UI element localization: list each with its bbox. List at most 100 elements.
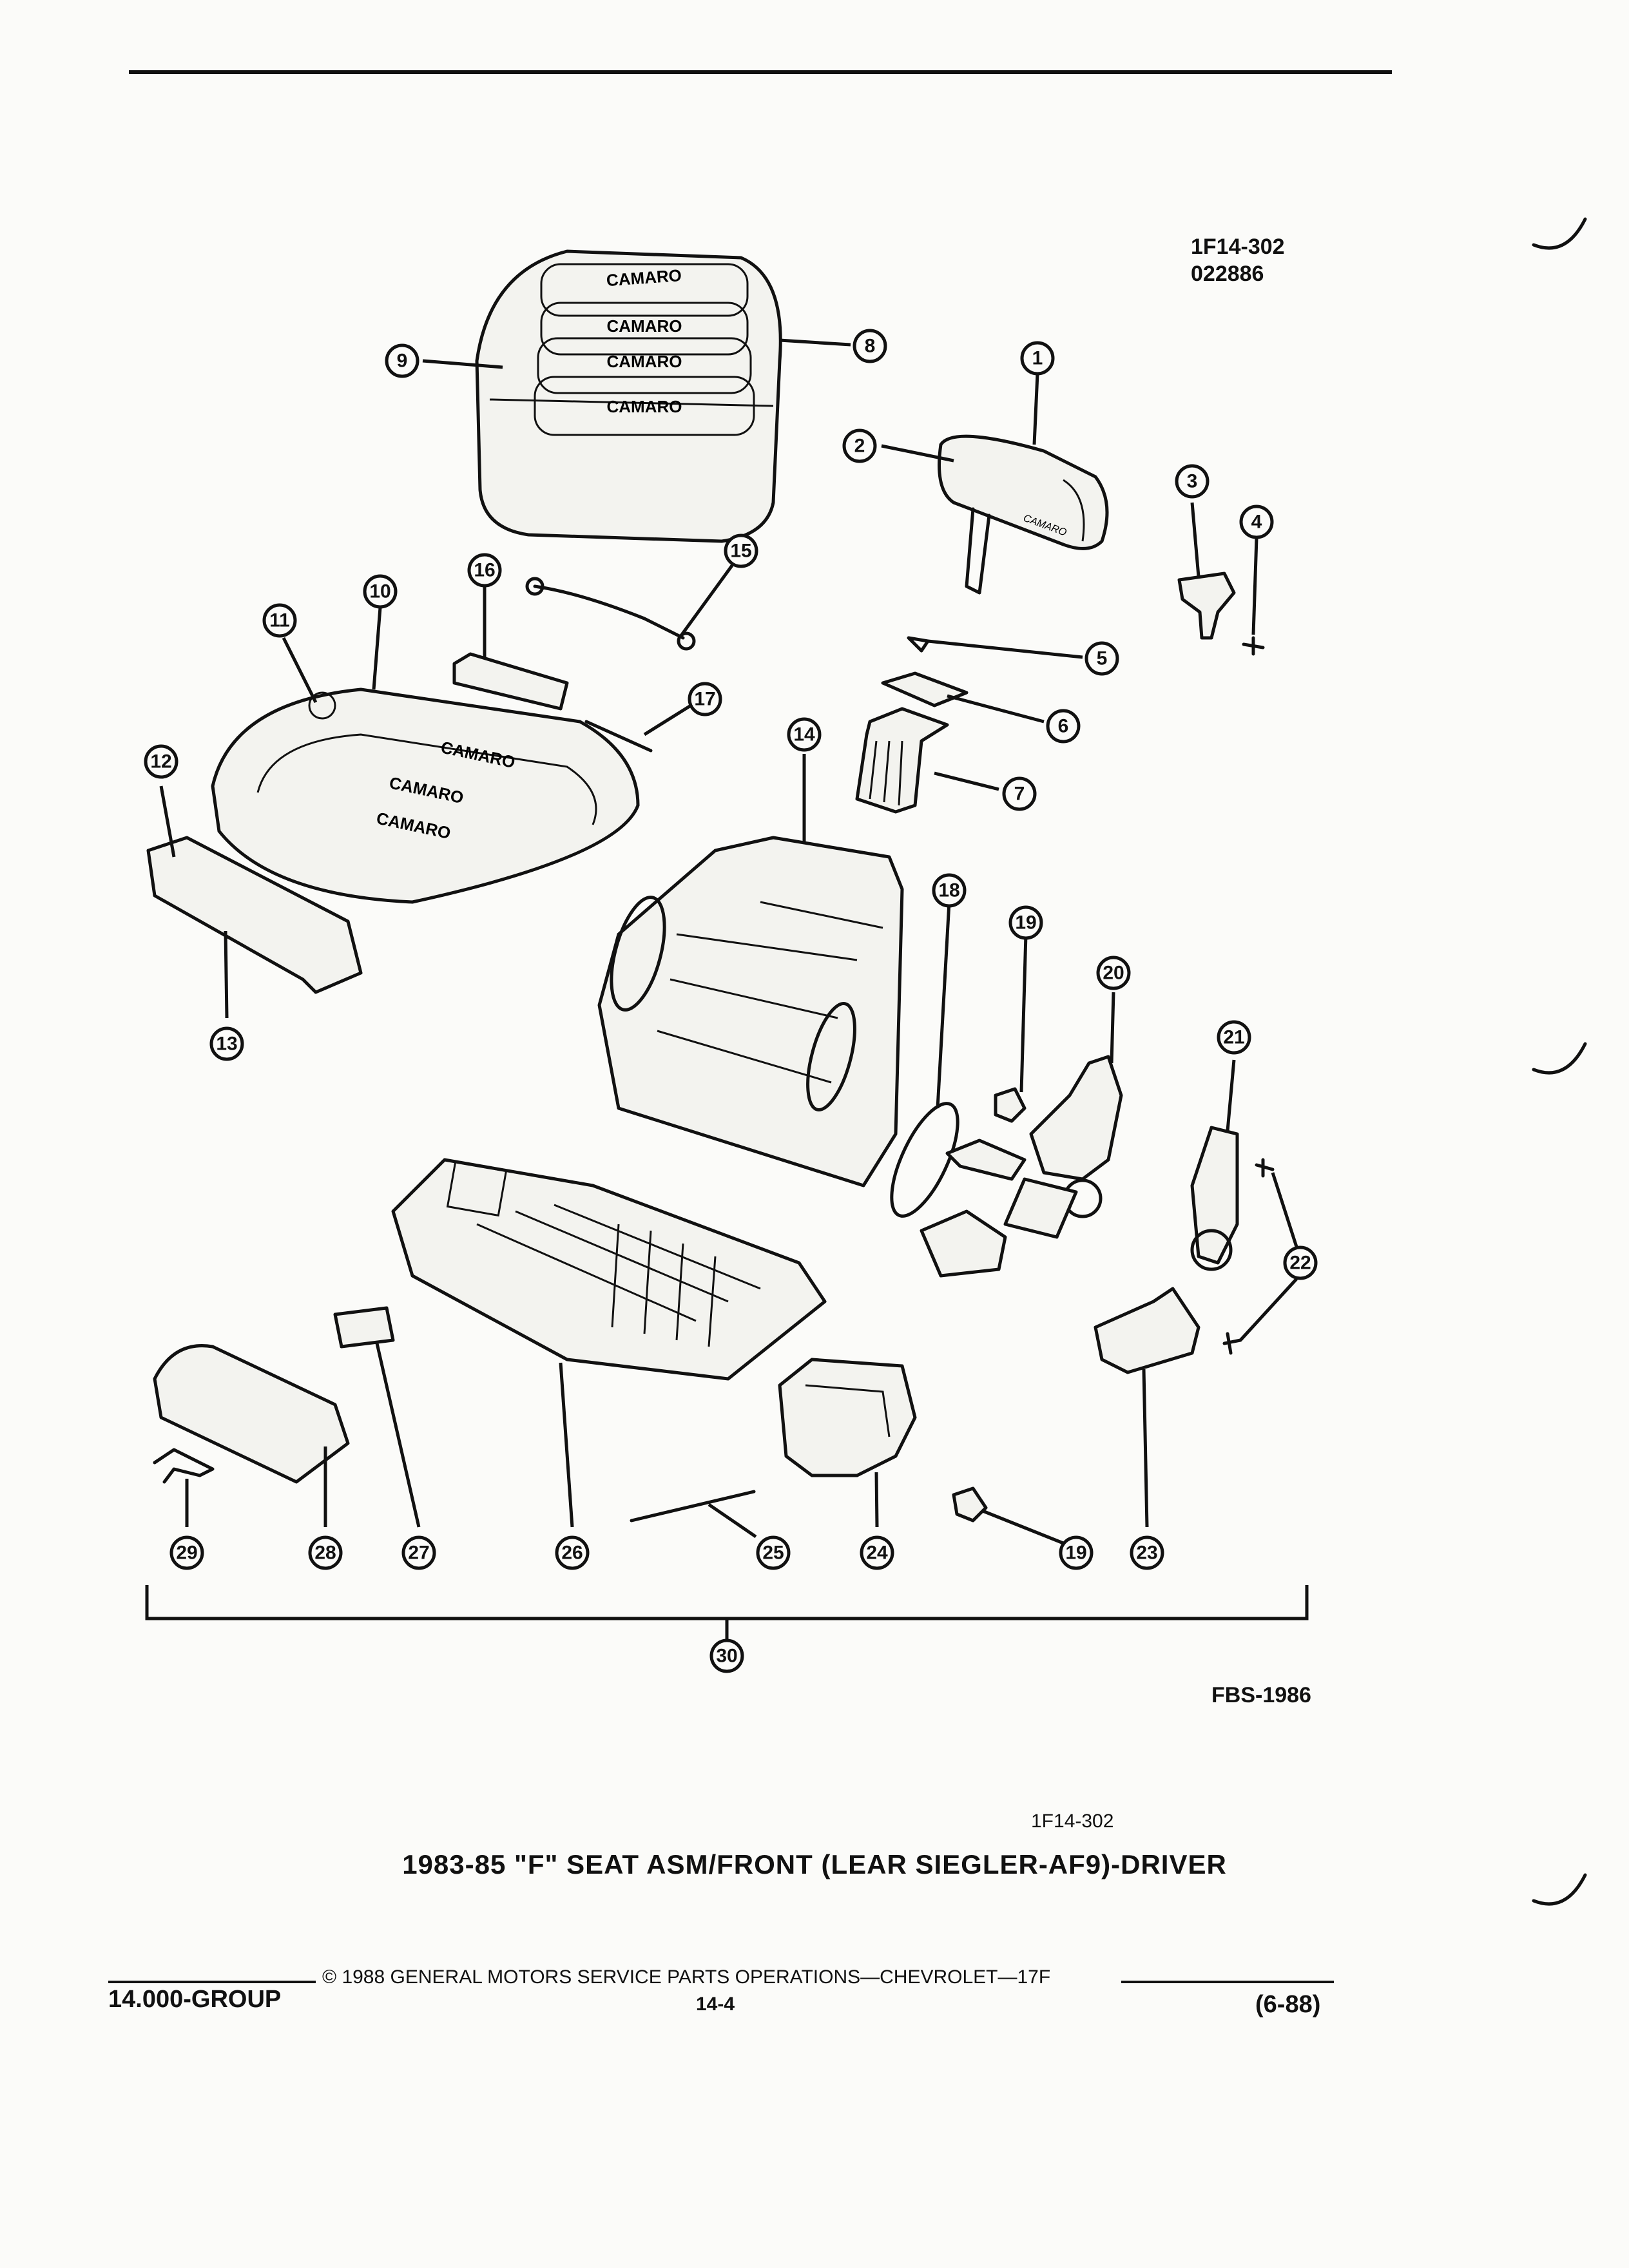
svg-text:19: 19 [1065,1542,1086,1564]
svg-text:6: 6 [1058,716,1069,737]
svg-text:23: 23 [1136,1542,1157,1564]
callout-3: 3 [1175,464,1210,499]
page-title: 1983-85 "F" SEAT ASM/FRONT (LEAR SIEGLER… [402,1849,1227,1879]
emblem-camaro-4: CAMARO [607,397,682,416]
shield-28 [153,1344,350,1484]
callout-7: 7 [1002,776,1037,811]
callout-17: 17 [688,682,722,716]
callout-21: 21 [1217,1020,1251,1055]
svg-text:10: 10 [369,581,390,602]
seat-back-frame [597,836,904,1187]
svg-text:20: 20 [1103,963,1124,984]
callout-14: 14 [787,717,822,752]
screw-5 [907,636,930,653]
knob-19 [994,1087,1027,1123]
escutcheon-6 [881,671,969,707]
callout-16: 16 [467,553,502,588]
callout-5: 5 [1084,641,1119,676]
lever-24 [778,1358,917,1477]
footer-group: 14.000-GROUP [108,1986,282,2013]
seat-cushion-cover: CAMARO CAMARO CAMARO [211,687,640,904]
callout-4: 4 [1239,505,1274,539]
binder-mark-bottom [1532,1873,1587,1906]
svg-text:16: 16 [474,560,495,581]
binder-mark-top [1532,217,1587,250]
footer-copyright: © 1988 GENERAL MOTORS SERVICE PARTS OPER… [322,1966,1051,1988]
svg-text:17: 17 [694,689,715,710]
emblem-camaro-3: CAMARO [607,352,682,371]
rod-25 [630,1490,756,1523]
callout-24: 24 [860,1535,894,1570]
callout-13: 13 [209,1026,244,1061]
svg-text:29: 29 [176,1542,197,1564]
figure-sub-code: 1F14-302 [1031,1811,1114,1832]
svg-text:18: 18 [938,880,959,901]
figure-id-block: 1F14-302 022886 [1191,233,1285,287]
callout-22: 22 [1283,1245,1318,1280]
footer-date: (6-88) [1255,1991,1321,2018]
cushion-frame-26 [391,1158,827,1381]
callout-23: 23 [1130,1535,1164,1570]
svg-text:5: 5 [1097,648,1108,669]
callout-25: 25 [756,1535,791,1570]
svg-text:4: 4 [1251,512,1262,533]
illustration-code: FBS-1986 [1211,1683,1311,1707]
svg-text:14: 14 [793,724,815,745]
svg-text:8: 8 [865,336,876,357]
trim-panel-16 [452,652,569,711]
callout-27: 27 [401,1535,436,1570]
callout-18: 18 [932,873,967,908]
recliner-mechanism-20 [1003,1055,1123,1239]
seat-back-cover: CAMARO CAMARO CAMARO CAMARO [475,249,782,543]
headrest: CAMARO [938,434,1109,595]
side-panel-21 [1190,1126,1239,1271]
svg-text:19: 19 [1015,912,1036,934]
svg-text:9: 9 [397,351,408,372]
knob-19b [952,1486,988,1523]
recliner-cover-clip [1177,572,1236,640]
svg-text:25: 25 [762,1542,784,1564]
svg-text:22: 22 [1289,1253,1311,1274]
figure-id: 1F14-302 [1191,235,1285,259]
svg-text:30: 30 [716,1646,737,1667]
callout-11: 11 [262,603,297,638]
callout-6: 6 [1046,709,1081,744]
callout-8: 8 [853,329,887,363]
callout-26: 26 [555,1535,590,1570]
bracket-30 [145,1585,1309,1640]
emblem-camaro-2: CAMARO [607,316,682,336]
callout-28: 28 [308,1535,343,1570]
figure-date-code: 022886 [1191,262,1264,286]
callout-30: 30 [709,1639,744,1673]
callout-19b: 19 [1059,1535,1094,1570]
screw-22a [1255,1158,1275,1178]
callout-29: 29 [169,1535,204,1570]
screw-22b [1222,1332,1242,1355]
screw-4 [1242,636,1265,656]
svg-text:2: 2 [854,436,865,457]
callout-10: 10 [363,574,398,609]
callout-20: 20 [1096,956,1131,990]
svg-text:28: 28 [314,1542,336,1564]
svg-text:7: 7 [1014,783,1025,805]
footer-page-number: 14-4 [696,1994,735,2015]
recliner-handle-18 [890,1102,1027,1278]
rod-17 [584,720,653,753]
leader-lines [159,338,1298,1545]
callout-9: 9 [385,343,419,378]
callout-1: 1 [1020,341,1055,376]
guide-7 [855,707,949,814]
callout-19: 19 [1008,905,1043,940]
svg-text:11: 11 [269,610,290,631]
svg-text:13: 13 [216,1033,237,1055]
clip-29 [153,1448,215,1484]
svg-text:12: 12 [150,751,171,773]
bracket-27 [333,1306,395,1349]
svg-text:27: 27 [408,1542,429,1564]
callout-2: 2 [842,428,877,463]
cable-15 [533,584,685,640]
svg-text:26: 26 [561,1542,583,1564]
svg-text:15: 15 [730,541,751,562]
svg-text:21: 21 [1223,1027,1244,1048]
